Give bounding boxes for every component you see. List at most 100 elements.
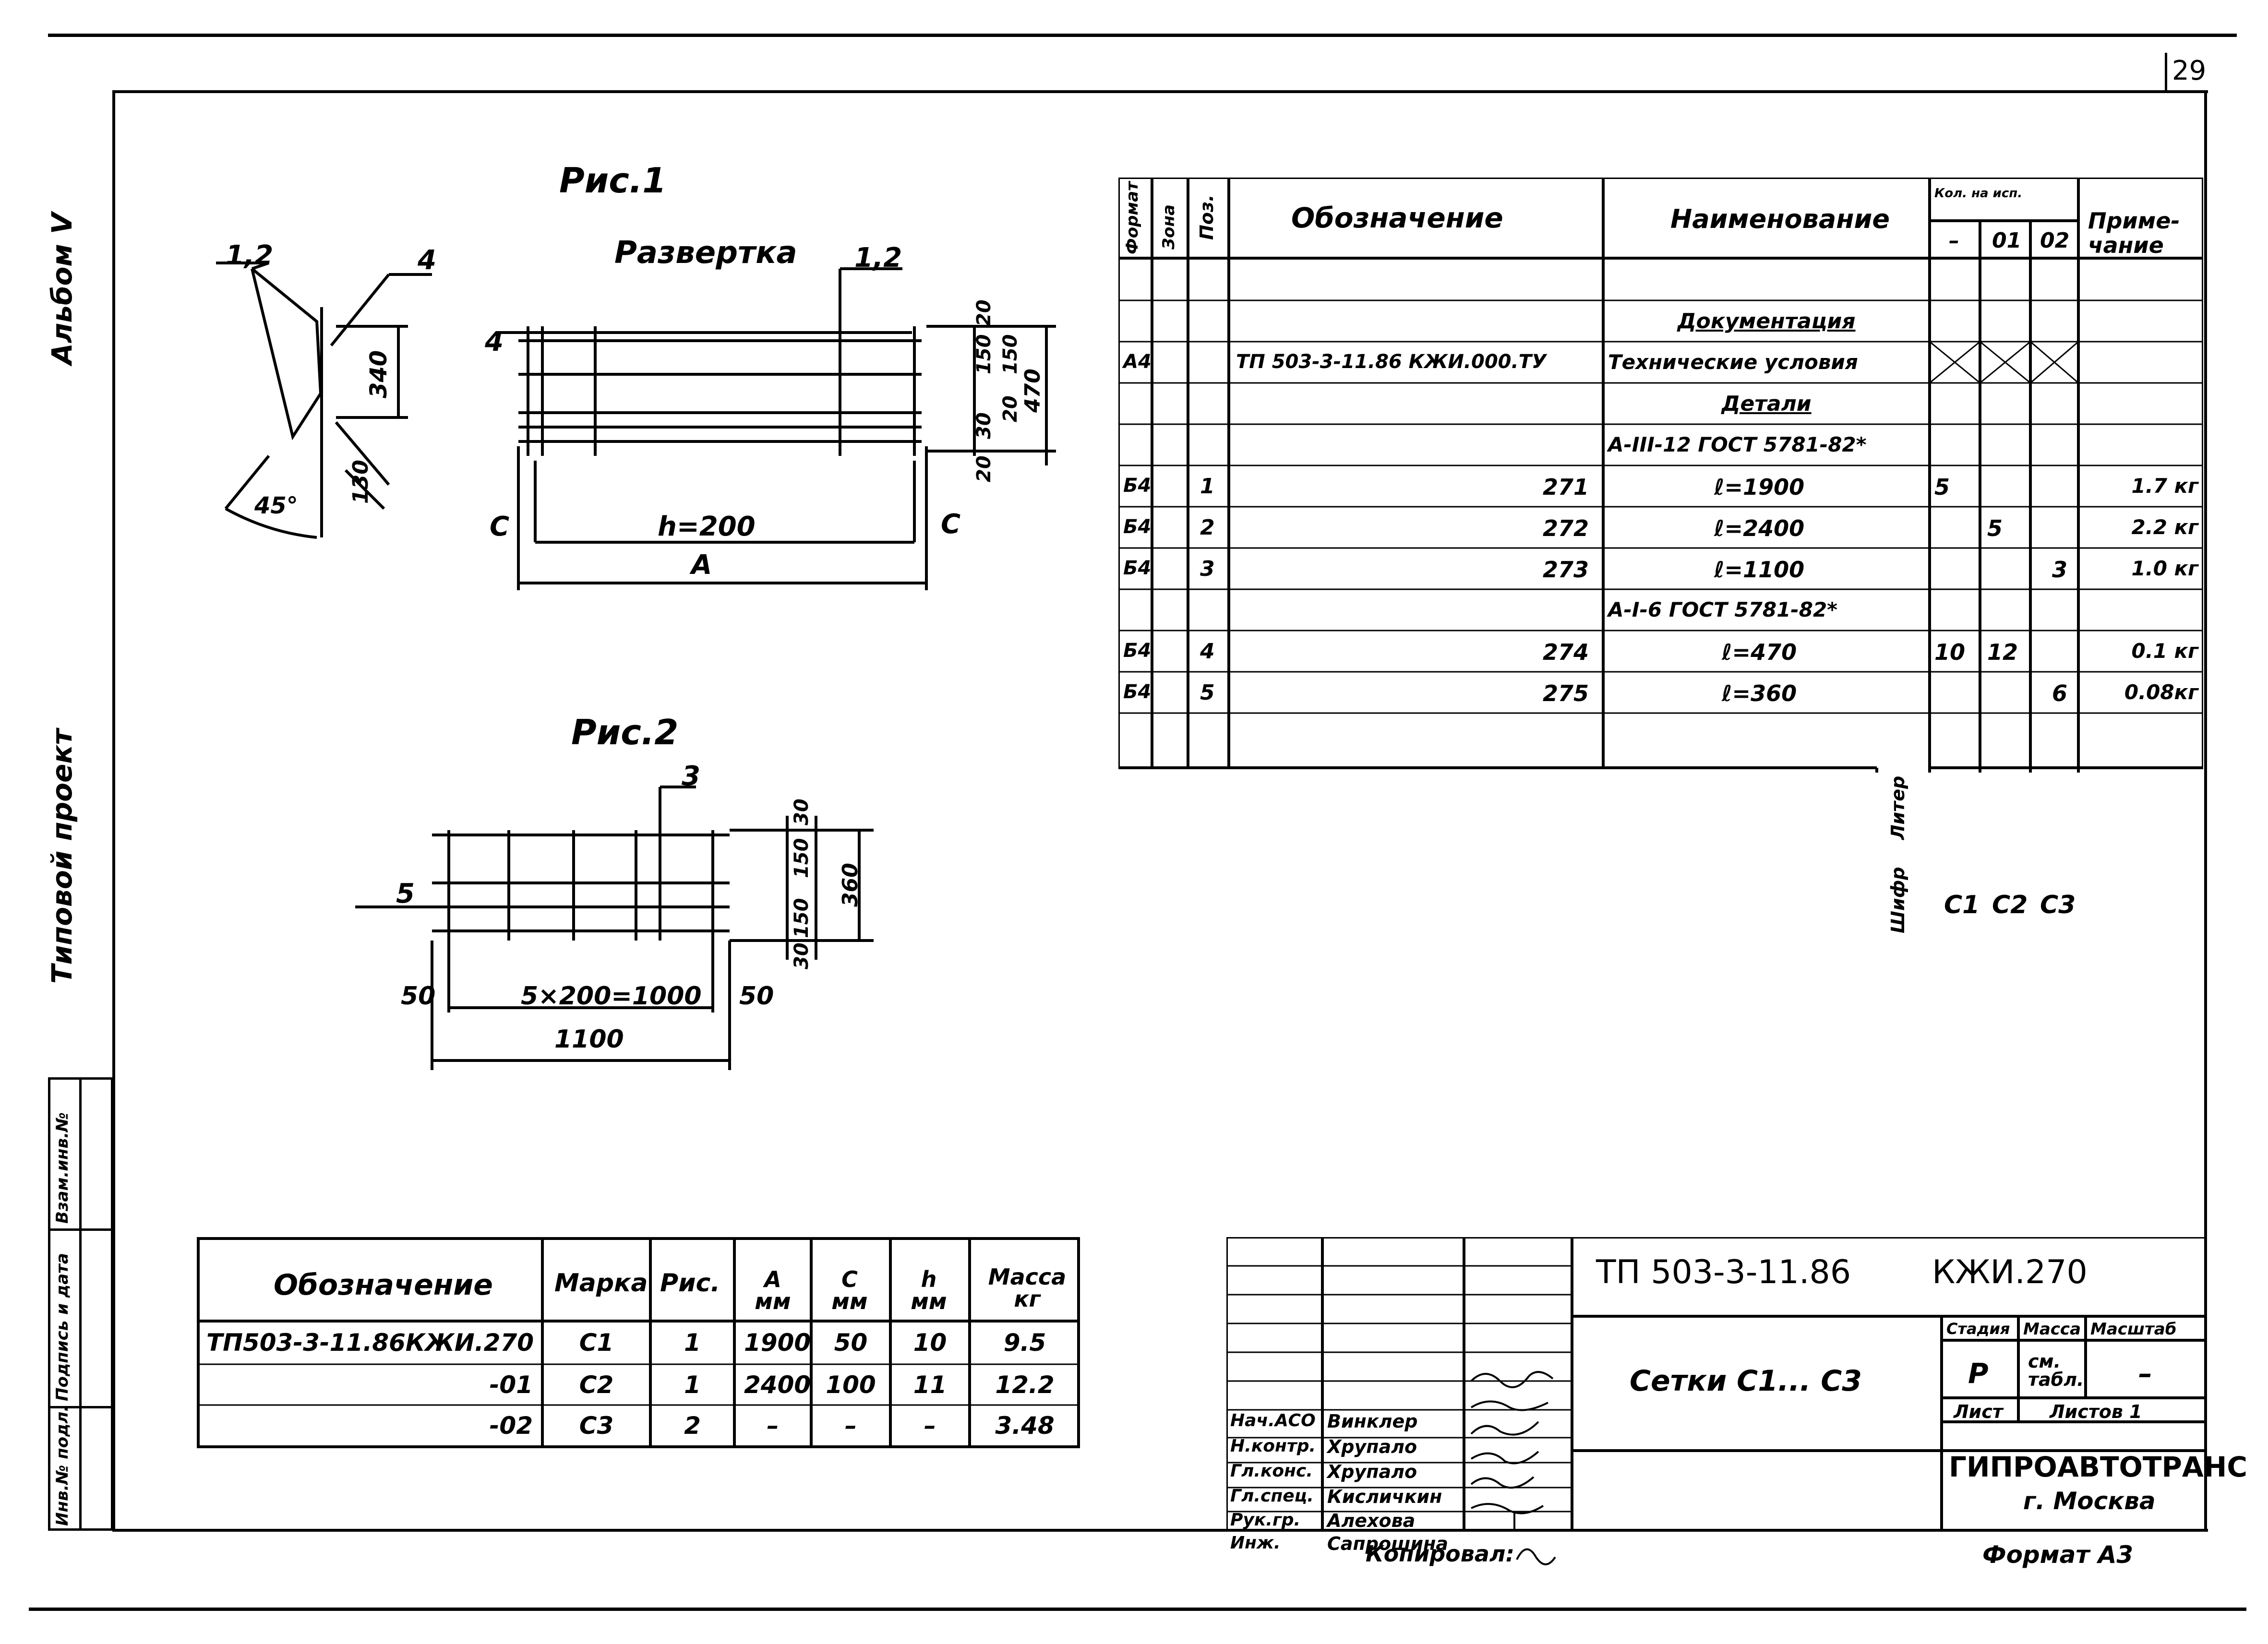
title-mass-label: Масса [2023, 1320, 2081, 1339]
person-name: Сапрошина [1327, 1533, 1448, 1554]
spec-header-qty-1: 01 [1992, 228, 2022, 253]
spec-row-designation: 273 [1542, 557, 1589, 583]
marks-cell-designation: ТП503-3-11.86КЖИ.270 [206, 1329, 534, 1357]
spec-row-note: 0.08кг [2124, 680, 2198, 704]
spec-row-name: Детали [1721, 392, 1812, 416]
title-doc-code: ТП 503-3-11.86 [1596, 1253, 1851, 1291]
spec-row-format: Б4 [1123, 640, 1152, 662]
person-role: Рук.гр. [1230, 1510, 1301, 1530]
fig1-label-c-right: С [941, 509, 961, 540]
spec-row-name: Технические условия [1608, 350, 1858, 374]
marks-cell-c: 50 [834, 1329, 868, 1357]
frame-right [2204, 90, 2207, 1532]
frame-top [115, 90, 2208, 93]
spec-row-note: 1.7 кг [2131, 474, 2198, 498]
marks-cell-a: – [767, 1412, 779, 1440]
spec-row-qty-2: 3 [2052, 557, 2068, 583]
spec-row-note: 1.0 кг [2131, 557, 2198, 580]
spec-header-qty-2: 02 [2040, 228, 2070, 253]
fig2-dim-5x200: 5×200=1000 [521, 982, 702, 1011]
person-name: Винклер [1327, 1411, 1418, 1432]
title-sheet-label: Лист [1954, 1401, 2003, 1422]
marks-cell-designation: -01 [489, 1371, 533, 1399]
title-stage: Р [1968, 1357, 1989, 1390]
spec-grid [1118, 178, 2203, 773]
spec-row-format: Б4 [1123, 516, 1152, 538]
spec-row-pos: 4 [1200, 639, 1215, 664]
person-name: Алехова [1327, 1510, 1416, 1531]
marks-cell-h: 11 [913, 1371, 947, 1399]
marks-cell-a: 1900 [744, 1329, 811, 1357]
spec-header-name: Наименование [1670, 204, 1890, 234]
marks-cell-mass: 12.2 [995, 1371, 1055, 1399]
spec-row-note: 2.2 кг [2131, 515, 2198, 539]
fig1-label-4-mid: 4 [485, 326, 504, 357]
spec-row-format: А4 [1123, 351, 1152, 373]
marks-cell-mass: 3.48 [995, 1412, 1055, 1440]
person-role: Инж. [1230, 1533, 1281, 1553]
signatures [1470, 1371, 1554, 1531]
fig2-label-3: 3 [682, 761, 700, 792]
marks-header-a: А мм [755, 1266, 791, 1314]
spec-code-1: С1 [1944, 891, 1980, 919]
fig1-label-12-left: 1,2 [226, 240, 274, 271]
marks-grid [197, 1237, 1080, 1448]
spec-row-name: ℓ=1100 [1714, 557, 1805, 583]
marks-cell-mark: С1 [579, 1329, 614, 1357]
spec-row-name: А-III-12 ГОСТ 5781-82* [1608, 433, 1867, 456]
marks-cell-mark: С2 [579, 1371, 614, 1399]
person-name: Кисличкин [1327, 1486, 1442, 1507]
spec-header-designation: Обозначение [1291, 202, 1503, 234]
fig1-label-c-left: С [490, 511, 510, 542]
format-label: Формат А3 [1982, 1541, 2134, 1569]
marks-header-h: h мм [911, 1266, 947, 1314]
person-role: Гл.конс. [1230, 1461, 1313, 1481]
person-role: Н.контр. [1230, 1436, 1316, 1456]
marks-cell-h: 10 [913, 1329, 947, 1357]
marks-header-c: С мм [831, 1266, 868, 1314]
title-scale: – [2138, 1357, 2152, 1390]
title-city: г. Москва [2023, 1487, 2156, 1515]
spec-row-name: ℓ=360 [1721, 680, 1797, 706]
spec-row-pos: 2 [1200, 515, 1215, 540]
spec-row-name: ℓ=1900 [1714, 474, 1805, 500]
title-org: ГИПРОАВТОТРАНС [1949, 1451, 2247, 1483]
fig1-label-12-top: 1,2 [854, 242, 902, 274]
fig1-subtitle: Развертка [614, 235, 797, 271]
marks-cell-fig: 1 [684, 1329, 701, 1357]
spec-row-name: А-I-6 ГОСТ 5781-82* [1608, 598, 1838, 621]
person-role: Нач.АСО [1230, 1411, 1316, 1430]
sheet-top-rule [48, 34, 2237, 37]
sheet-number: 29 [2172, 55, 2207, 86]
spec-header-note: Приме-чание [2088, 208, 2180, 258]
spec-code-2: С2 [1992, 891, 2028, 919]
spec-row-pos: 3 [1200, 557, 1215, 581]
fig1-dim-h200: h=200 [658, 511, 756, 542]
spec-row-note: 0.1 кг [2131, 639, 2198, 663]
marks-cell-mass: 9.5 [1003, 1329, 1046, 1357]
spec-row-format: Б4 [1123, 475, 1152, 497]
sheet-number-box-left [2165, 53, 2167, 93]
person-role: Гл.спец. [1230, 1486, 1314, 1506]
marks-cell-a: 2400 [744, 1371, 811, 1399]
title-doc-mark: КЖИ.270 [1932, 1253, 2088, 1291]
fig1-label-4-left: 4 [418, 245, 436, 276]
spec-row-qty-1: 12 [1987, 639, 2018, 665]
spec-row-designation: 271 [1542, 474, 1589, 500]
spec-header-qty: Кол. на исп. [1934, 186, 2023, 201]
title-sheets-label: Листов 1 [2050, 1401, 2142, 1422]
marks-header-mark: Марка [554, 1269, 648, 1298]
fig2-dim-1100: 1100 [554, 1025, 624, 1054]
spec-row-format: Б4 [1123, 681, 1152, 703]
spec-row-designation: 274 [1542, 639, 1589, 665]
marks-header-mass: Масса кг [988, 1264, 1067, 1312]
fig2-dim-50b: 50 [739, 982, 774, 1011]
title-block: ТП 503-3-11.86 КЖИ.270 Сетки С1... С3 Ст… [1226, 1237, 2247, 1553]
marks-cell-c: – [845, 1412, 857, 1440]
marks-cell-fig: 2 [684, 1412, 701, 1440]
spec-row-qty-0: 10 [1934, 639, 1966, 665]
spec-row-name: ℓ=2400 [1714, 515, 1805, 541]
side-stamp: Инв.№ подл. Подпись и дата Взам.инв.№ [48, 1077, 113, 1531]
